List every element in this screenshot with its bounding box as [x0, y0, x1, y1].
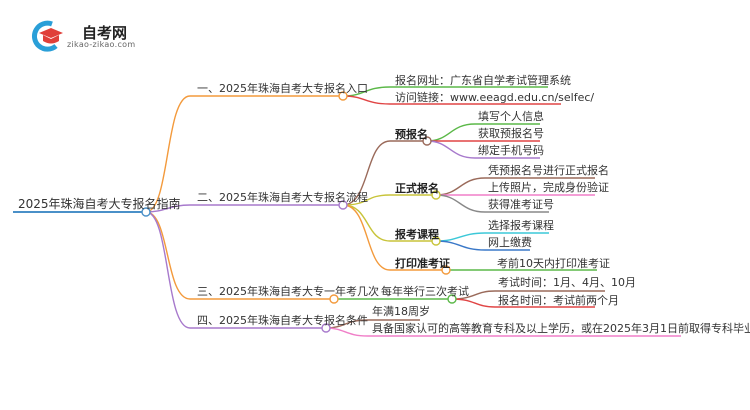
leaf: 获得准考证号: [488, 198, 554, 211]
leaf: 填写个人信息: [478, 110, 544, 123]
leaf: 考试时间：1月、4月、10月: [498, 276, 636, 289]
leaf: 考前10天内打印准考证: [497, 257, 610, 270]
branch-4-line: [145, 211, 326, 329]
branch-1-line: [145, 95, 343, 213]
leaf: 凭预报名号进行正式报名: [488, 164, 609, 177]
sub-node[interactable]: [431, 236, 441, 246]
sub-node[interactable]: [422, 136, 432, 146]
sub-label: 打印准考证: [395, 257, 450, 270]
logo-subtitle: zikao-zikao.com: [67, 40, 136, 49]
root-node[interactable]: [141, 207, 151, 217]
logo-title: 自考网: [82, 24, 128, 42]
branch-2-label: 二、2025年珠海自考大专报名流程: [197, 191, 368, 204]
sub-node[interactable]: [447, 294, 457, 304]
leaf: 访问链接：www.eeagd.edu.cn/selfec/: [395, 91, 595, 104]
leaf: 年满18周岁: [372, 305, 430, 318]
sub-node[interactable]: [441, 265, 451, 275]
logo-icon: [32, 20, 63, 52]
leaf: 具备国家认可的高等教育专科及以上学历，或在2025年3月1日前取得专科毕业证书: [372, 322, 750, 335]
sub-node[interactable]: [431, 190, 441, 200]
branch-1-label: 一、2025年珠海自考大专报名入口: [197, 82, 368, 95]
sub-label: 正式报名: [395, 182, 439, 195]
leaf: 选择报考课程: [488, 219, 554, 232]
leaf: 绑定手机号码: [478, 144, 544, 157]
leaf: 报名时间：考试前两个月: [498, 294, 619, 307]
leaf: 获取预报名号: [478, 127, 544, 140]
leaf: 上传照片，完成身份验证: [488, 181, 609, 194]
leaf: 报名网址：广东省自学考试管理系统: [395, 74, 571, 87]
branch-2-node[interactable]: [338, 200, 348, 210]
root-topic: 2025年珠海自考大专报名指南: [18, 197, 181, 211]
sub-label: 每年举行三次考试: [381, 285, 469, 298]
branch-3-label: 三、2025年珠海自考大专一年考几次: [197, 285, 379, 298]
sub-label: 报考课程: [395, 228, 439, 241]
branch-2-line: [145, 204, 343, 213]
branch-4-label: 四、2025年珠海自考大专报名条件: [197, 314, 368, 327]
branch-1-node[interactable]: [338, 91, 348, 101]
branch-3-node[interactable]: [329, 294, 339, 304]
leaf: 网上缴费: [488, 236, 532, 249]
branch-4-node[interactable]: [321, 323, 331, 333]
sub-label: 预报名: [395, 128, 428, 141]
